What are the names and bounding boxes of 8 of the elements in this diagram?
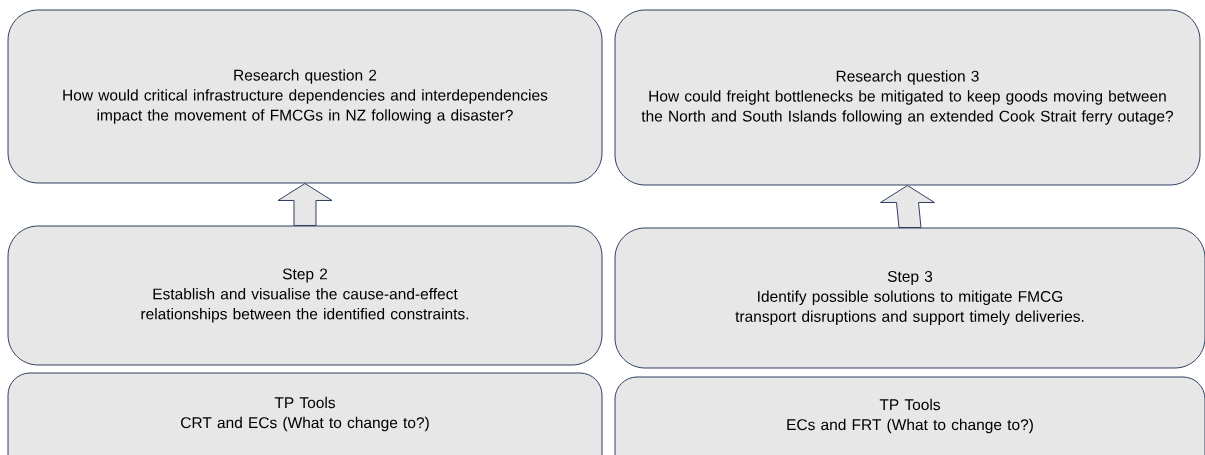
- tools-box: TP Tools ECs and FRT (What to change to?): [614, 376, 1205, 455]
- question-box: Research question 2 How would critical infrastructure dependencies and interdependencies impact the movement of FMCGs in NZ following a disaster?: [7, 9, 603, 184]
- block-arrow: [880, 185, 935, 228]
- tools-box: TP Tools CRT and ECs (What to change to?): [7, 372, 603, 455]
- step-box: Step 3 Identify possible solutions to mitigate FMCG transport disruptions and support timely deliveries.: [614, 227, 1205, 369]
- question-box: Research question 3 How could freight bottlenecks be mitigated to keep goods moving between the North and South Islands following an extended Cook Strait ferry outage?: [614, 9, 1201, 186]
- step-box: Step 2 Establish and visualise the cause-and-effect relationships between the identified constraints.: [7, 225, 603, 366]
- block-arrow: [277, 183, 333, 226]
